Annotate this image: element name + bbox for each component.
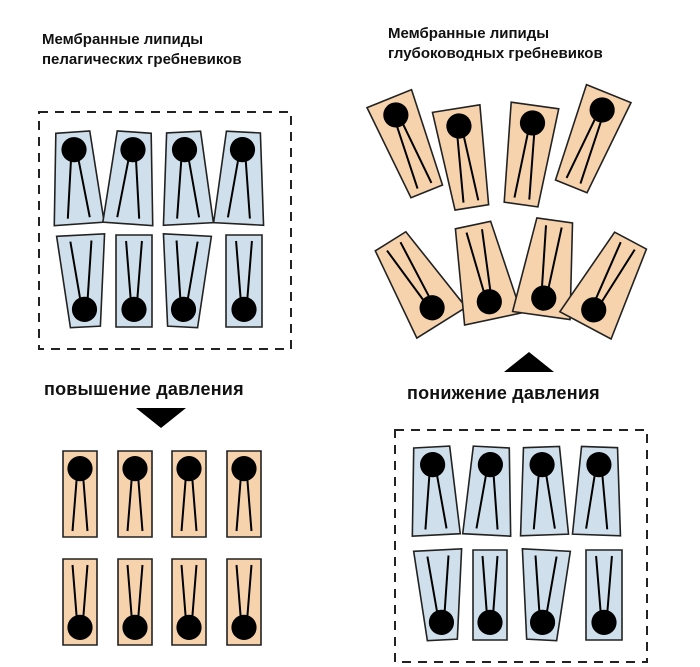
lipid-tail (455, 126, 465, 203)
compressed-lipid-inner (62, 558, 98, 646)
pelagic-lipid-inner (55, 232, 106, 329)
lipid-head (476, 289, 502, 315)
compressed-lipid-outer (62, 450, 98, 538)
lipid-head (591, 609, 617, 635)
lipid-head (71, 296, 98, 322)
lipid-head (581, 297, 607, 323)
lipid-head (67, 614, 93, 640)
deep-lipid-outer (503, 101, 560, 208)
lipid-head (231, 296, 257, 322)
lipid-head (529, 452, 555, 478)
lipid-head (120, 137, 146, 163)
lipid-tail (392, 115, 419, 189)
lipid-tail (397, 113, 433, 184)
decompressed-lipid-outer (519, 445, 570, 537)
lipid-tail (513, 122, 532, 198)
lipid-head (589, 97, 615, 123)
lipid-head (531, 285, 557, 311)
lipid-head (176, 456, 202, 482)
pelagic-lipid-inner (162, 232, 213, 329)
decompressed-lipid-outer (571, 445, 622, 537)
pelagic-lipid-outer (212, 130, 265, 227)
lipid-head (170, 296, 197, 322)
compressed-lipid-outer (226, 450, 262, 538)
deep-lipid-inner (511, 217, 574, 321)
deep-lipid-inner (374, 230, 468, 340)
lipid-head (122, 614, 148, 640)
lipid-head (231, 614, 257, 640)
deep-lipid-inner (558, 231, 648, 341)
deep-lipid-outer (554, 83, 633, 194)
compressed-lipid-inner (226, 558, 262, 646)
pelagic-lipid-outer (101, 130, 154, 227)
lipid-head (176, 614, 202, 640)
lipid-head (420, 452, 446, 478)
decompressed-lipid-inner (472, 549, 508, 641)
lipid-head (419, 295, 445, 321)
decompressed-lipid-inner (521, 547, 572, 642)
lipid-head (171, 137, 198, 163)
lipid-head (477, 452, 503, 478)
compressed-lipid-inner (117, 558, 153, 646)
deep-title-line1: Мембранные липиды (388, 25, 550, 42)
lipid-head (231, 456, 257, 482)
lipid-head (586, 452, 612, 478)
lipid-head (477, 609, 503, 635)
lipid-body (374, 230, 468, 340)
triangle-down-icon (136, 408, 186, 428)
lipid-head (383, 102, 409, 128)
decompressed-lipid-inner (585, 549, 623, 641)
lipid-head (67, 456, 93, 482)
lipid-body (554, 83, 633, 194)
decompressed-lipid-outer (411, 445, 462, 538)
triangle-up-icon (504, 352, 554, 372)
pressure-decrease-label: понижение давления (407, 383, 600, 403)
lipid-head (529, 609, 556, 635)
pelagic-lipid-inner (225, 234, 263, 328)
pelagic-lipid-inner (115, 234, 153, 328)
compressed-lipid-inner (171, 558, 207, 646)
lipid-tail (528, 123, 536, 200)
lipid-head (229, 137, 256, 163)
lipid-tail (579, 110, 606, 184)
deep-lipid-outer (431, 103, 490, 211)
lipid-head (121, 296, 147, 322)
deep-sea-lipids-title: Мембранные липиды глубоководных гребневи… (388, 24, 603, 65)
lipid-body (558, 231, 648, 341)
decompressed-lipid-inner (412, 547, 463, 642)
pelagic-lipids-title: Мембранные липиды пелагических гребневик… (42, 30, 242, 71)
lipid-head (519, 110, 546, 136)
lipid-body (365, 88, 444, 199)
pelagic-lipid-outer (162, 130, 215, 227)
lipid-head (446, 113, 472, 139)
decompressed-lipid-outer (461, 445, 512, 538)
deep-lipid-outer (365, 88, 444, 199)
pressure-increase-label: повышение давления (44, 379, 244, 399)
lipid-head (122, 456, 148, 482)
lipid-tail (460, 125, 480, 201)
lipid-head (428, 609, 455, 635)
compressed-lipid-outer (117, 450, 153, 538)
pelagic-lipid-outer (53, 130, 106, 227)
lipid-tail (565, 108, 601, 179)
pelagic-membrane-frame (38, 111, 292, 350)
compressed-lipid-outer (171, 450, 207, 538)
lipid-head (61, 137, 87, 163)
deep-title-line2: глубоководных гребневиков (388, 45, 603, 63)
pelagic-title-line1: Мембранные липиды (42, 31, 204, 48)
pelagic-title-line2: пелагических гребневиков (42, 51, 242, 69)
deep-sea-membrane-frame (394, 429, 648, 663)
